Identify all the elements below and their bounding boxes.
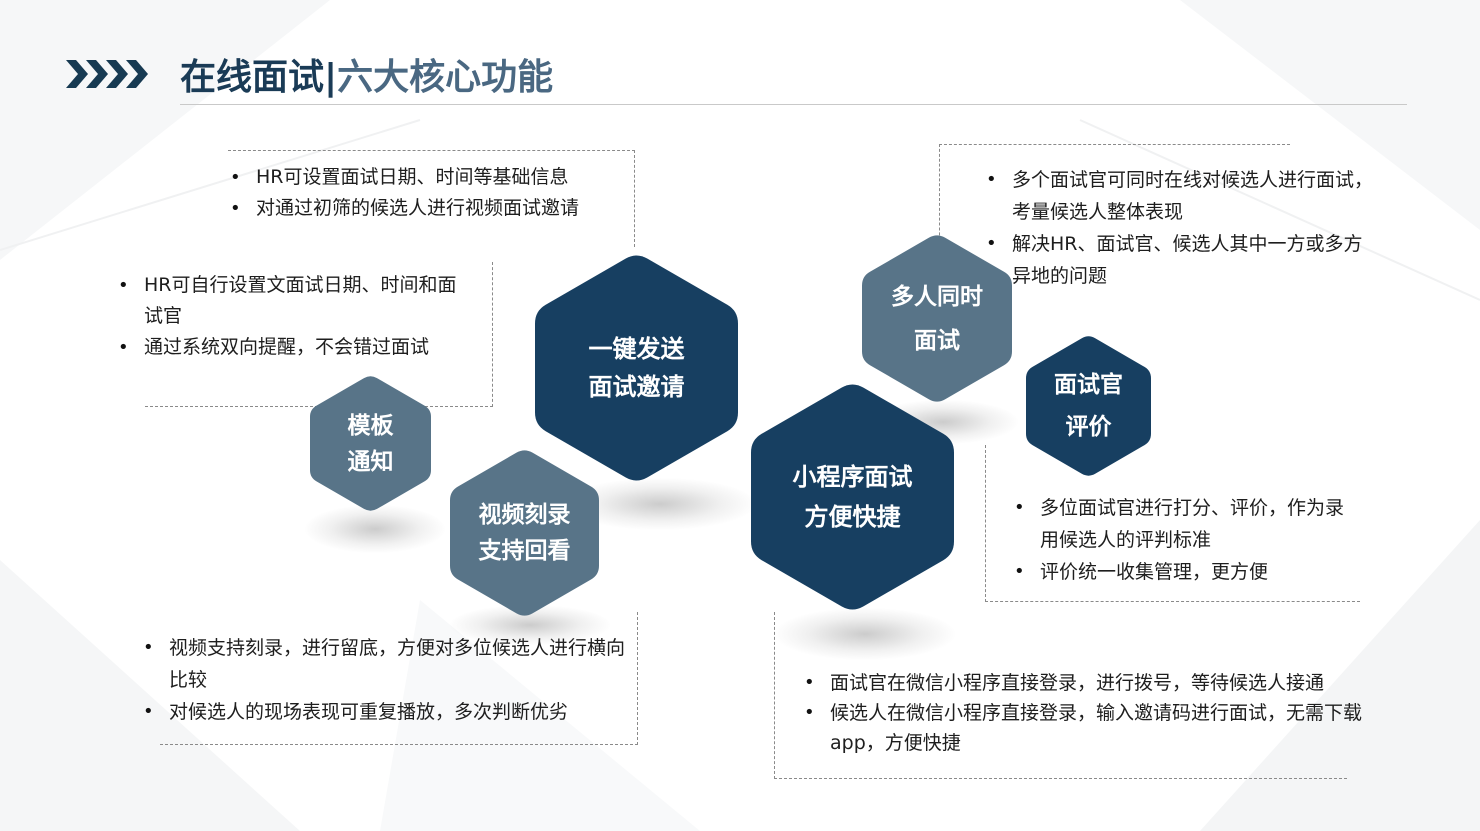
callout-evaluation: 多位面试官进行打分、评价，作为录用候选人的评判标准 评价统一收集管理，更方便 xyxy=(1012,492,1360,588)
callout-multi-item: 多个面试官可同时在线对候选人进行面试，考量候选人整体表现 xyxy=(984,164,1374,228)
callout-multi: 多个面试官可同时在线对候选人进行面试，考量候选人整体表现 解决HR、面试官、候选… xyxy=(984,164,1374,292)
hex-one-click-invite: 一键发送 面试邀请 xyxy=(535,255,738,481)
callout-frame-mini xyxy=(774,612,1347,779)
hex-interviewer-evaluation: 面试官 评价 xyxy=(1026,336,1151,476)
hex-label-line: 多人同时 xyxy=(891,283,983,310)
chevron-arrows-icon xyxy=(66,60,148,88)
hex-mini-program: 小程序面试 方便快捷 xyxy=(751,384,954,610)
hexagon-shape xyxy=(310,376,431,511)
hex-label-line: 面试 xyxy=(914,327,960,354)
callout-template-item: 通过系统双向提醒，不会错过面试 xyxy=(116,332,472,363)
callout-video-item: 对候选人的现场表现可重复播放，多次判断优劣 xyxy=(141,696,629,728)
hexagon-fill xyxy=(1026,336,1151,476)
callout-frame-video xyxy=(160,612,638,745)
hexagon-shape xyxy=(1026,336,1151,476)
hexagon-fill xyxy=(751,384,954,610)
callout-mini-item: 候选人在微信小程序直接登录，输入邀请码进行面试，无需下载app，方便快捷 xyxy=(802,698,1366,758)
callout-invite-item: 对通过初筛的候选人进行视频面试邀请 xyxy=(228,193,628,224)
hexagon-fill xyxy=(310,376,431,511)
hexagon-fill xyxy=(535,255,738,481)
hex-label-line: 模板 xyxy=(347,412,394,439)
title-divider xyxy=(180,104,1407,105)
page-title: 在线面试|六大核心功能 xyxy=(180,48,553,100)
callout-multi-item: 解决HR、面试官、候选人其中一方或多方异地的问题 xyxy=(984,228,1374,292)
hexagon-shape xyxy=(862,235,1012,402)
hex-label-line: 通知 xyxy=(347,448,394,475)
callout-video-item: 视频支持刻录，进行留底，方便对多位候选人进行横向比较 xyxy=(141,632,629,696)
hex-label-line: 支持回看 xyxy=(478,538,571,564)
callout-template-item: HR可自行设置文面试日期、时间和面试官 xyxy=(116,270,472,332)
hex-template-notice: 模板 通知 xyxy=(310,376,431,511)
hex-label-line: 评价 xyxy=(1065,414,1112,440)
callout-mini: 面试官在微信小程序直接登录，进行拨号，等待候选人接通 候选人在微信小程序直接登录… xyxy=(802,668,1366,758)
hex-shadow xyxy=(305,505,445,553)
hex-label-line: 视频刻录 xyxy=(478,502,571,528)
hex-label-line: 小程序面试 xyxy=(792,463,913,491)
hexagon-fill xyxy=(862,235,1012,402)
hex-label-line: 面试官 xyxy=(1054,372,1123,398)
callout-evaluation-item: 多位面试官进行打分、评价，作为录用候选人的评判标准 xyxy=(1012,492,1360,556)
hex-label: 视频刻录 支持回看 xyxy=(450,450,599,616)
callout-frame-invite xyxy=(228,150,635,247)
hex-shadow xyxy=(775,608,955,660)
hexagon-shape xyxy=(450,450,599,616)
page-title-main: 在线面试| xyxy=(180,57,338,98)
callout-frame-evaluation xyxy=(985,445,1360,602)
hexagon-fill xyxy=(450,450,599,616)
callout-mini-item: 面试官在微信小程序直接登录，进行拨号，等待候选人接通 xyxy=(802,668,1366,698)
hex-multi-interviewer: 多人同时 面试 xyxy=(862,235,1012,402)
callout-invite-item: HR可设置面试日期、时间等基础信息 xyxy=(228,162,628,193)
callout-video: 视频支持刻录，进行留底，方便对多位候选人进行横向比较 对候选人的现场表现可重复播… xyxy=(141,632,629,728)
callout-frame-multi xyxy=(939,144,1290,255)
hex-label-line: 方便快捷 xyxy=(804,503,901,531)
hexagon-shape xyxy=(535,255,738,481)
hex-label-line: 一键发送 xyxy=(588,335,685,363)
page-title-sub: 六大核心功能 xyxy=(337,57,554,98)
hex-label: 多人同时 面试 xyxy=(862,235,1012,402)
hexagon-shape xyxy=(751,384,954,610)
hex-label: 小程序面试 方便快捷 xyxy=(751,384,954,610)
callout-template: HR可自行设置文面试日期、时间和面试官 通过系统双向提醒，不会错过面试 xyxy=(116,270,472,363)
hex-label-line: 面试邀请 xyxy=(588,373,685,401)
callout-evaluation-item: 评价统一收集管理，更方便 xyxy=(1012,556,1360,588)
hex-label: 模板 通知 xyxy=(310,376,431,511)
hex-video-record: 视频刻录 支持回看 xyxy=(450,450,599,616)
hex-label: 面试官 评价 xyxy=(1026,336,1151,476)
callout-invite: HR可设置面试日期、时间等基础信息 对通过初筛的候选人进行视频面试邀请 xyxy=(228,162,628,224)
hex-label: 一键发送 面试邀请 xyxy=(535,255,738,481)
